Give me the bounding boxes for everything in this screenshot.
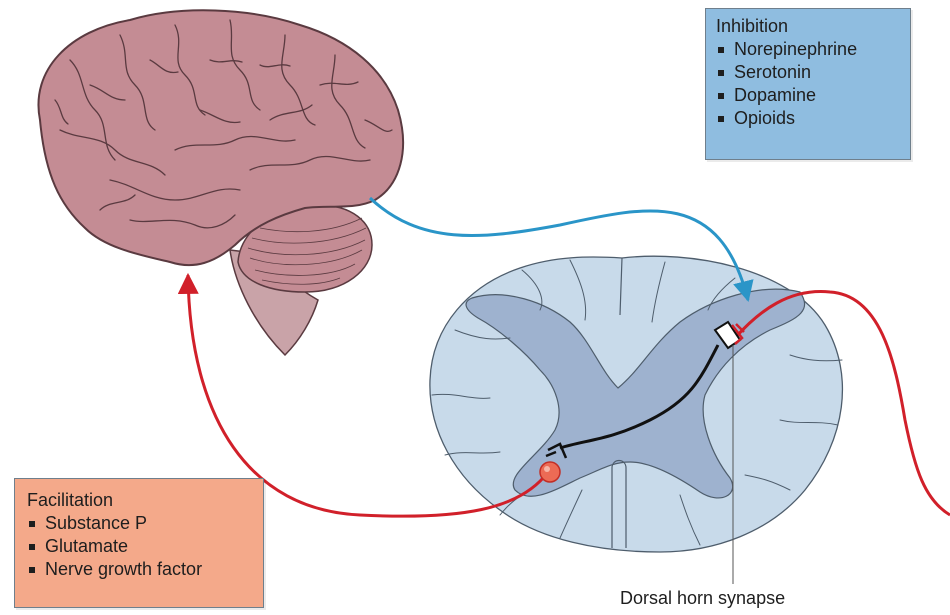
inhibition-item: Serotonin — [716, 61, 900, 84]
facilitation-item: Nerve growth factor — [27, 558, 251, 581]
inhibition-item: Opioids — [716, 107, 900, 130]
facilitation-item: Substance P — [27, 512, 251, 535]
inhibition-title: Inhibition — [716, 15, 900, 38]
facilitation-box: Facilitation Substance P Glutamate Nerve… — [14, 478, 264, 608]
facilitation-title: Facilitation — [27, 489, 251, 512]
inhibition-item: Norepinephrine — [716, 38, 900, 61]
dorsal-horn-synapse-label: Dorsal horn synapse — [620, 588, 860, 609]
projection-neuron-soma — [540, 462, 560, 482]
inhibition-list: Norepinephrine Serotonin Dopamine Opioid… — [716, 38, 900, 130]
inhibition-item: Dopamine — [716, 84, 900, 107]
inhibition-box: Inhibition Norepinephrine Serotonin Dopa… — [705, 8, 911, 160]
facilitation-item: Glutamate — [27, 535, 251, 558]
facilitation-list: Substance P Glutamate Nerve growth facto… — [27, 512, 251, 581]
soma-highlight — [544, 466, 550, 472]
